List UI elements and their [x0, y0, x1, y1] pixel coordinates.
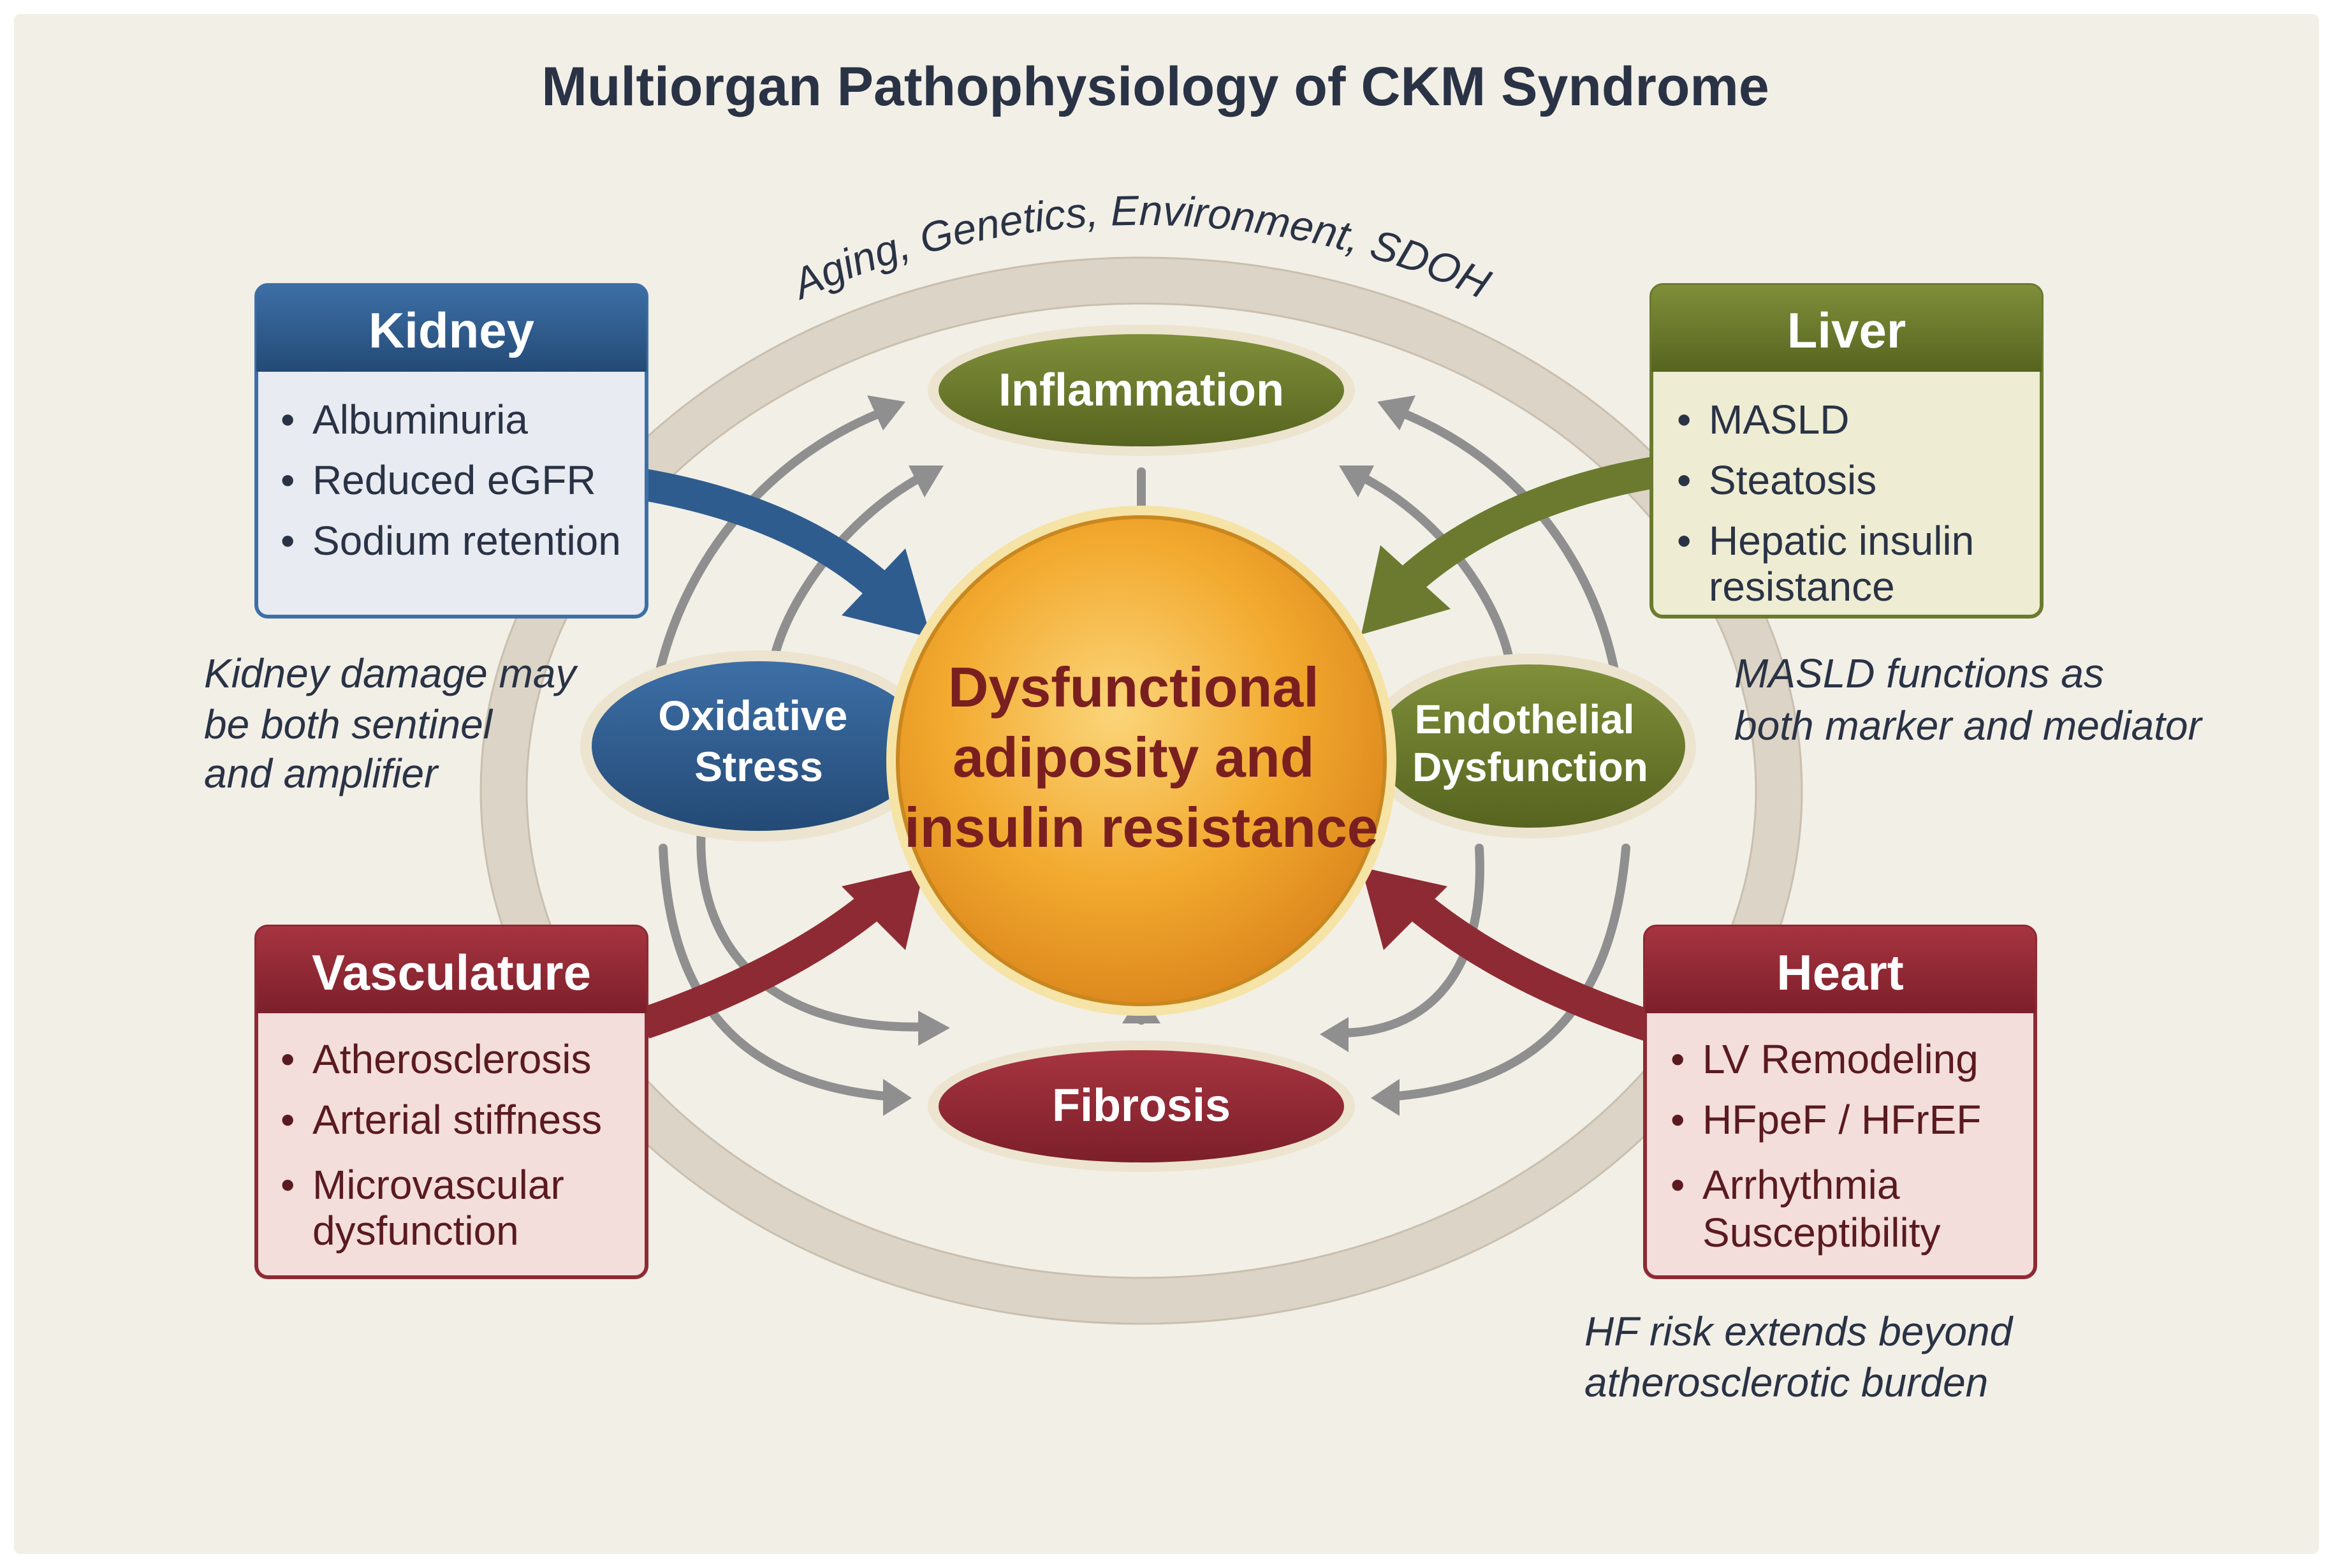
heart-bullets: •LV Remodeling •HFpeF / HFrEF •Arrhythmi…	[1671, 1036, 1993, 1256]
fibrosis-node: Fibrosis	[928, 1041, 1355, 1172]
liver-title: Liver	[1787, 302, 1906, 358]
diagram-title: Multiorgan Pathophysiology of CKM Syndro…	[541, 56, 1769, 117]
liver-arrow	[1361, 456, 1661, 634]
kidney-bullets: •Albuminuria •Reduced eGFR •Sodium reten…	[281, 397, 621, 564]
heart-box: Heart •LV Remodeling •HFpeF / HFrEF •Arr…	[1643, 925, 2037, 1279]
heart-title: Heart	[1776, 944, 1903, 1000]
feedback-arrowheads	[867, 395, 1415, 1116]
heart-arrow	[1361, 867, 1657, 1042]
center-node: Dysfunctional adiposity and insulin resi…	[886, 506, 1396, 1016]
liver-note: MASLD functions as both marker and media…	[1734, 650, 2204, 749]
vasculature-title: Vasculature	[312, 944, 591, 1000]
inflammation-label: Inflammation	[998, 365, 1284, 416]
kidney-box: Kidney •Albuminuria •Reduced eGFR •Sodiu…	[254, 283, 648, 619]
fibrosis-label: Fibrosis	[1052, 1080, 1231, 1131]
oxidative-stress-label: Oxidative Stress	[658, 692, 859, 790]
heart-note: HF risk extends beyond atherosclerotic b…	[1584, 1308, 2024, 1405]
vasculature-bullets: •Atherosclerosis •Arterial stiffness •Mi…	[281, 1036, 613, 1254]
vasculature-arrow	[638, 867, 925, 1039]
liver-bullets: •MASLD •Steatosis •Hepatic insulin resis…	[1677, 397, 1986, 610]
center-label: Dysfunctional adiposity and insulin resi…	[904, 656, 1378, 859]
vasculature-box: Vasculature •Atherosclerosis •Arterial s…	[254, 925, 648, 1279]
outer-ring	[481, 258, 1802, 1324]
kidney-title: Kidney	[369, 302, 534, 358]
oxidative-stress-node: Oxidative Stress	[580, 650, 937, 842]
kidney-arrow	[641, 469, 931, 638]
inflammation-node: Inflammation	[928, 325, 1355, 456]
outer-ring-edge	[479, 256, 1803, 1325]
kidney-note: Kidney damage may be both sentinel and a…	[204, 650, 587, 796]
endothelial-dysfunction-label: Endothelial Dysfunction	[1412, 696, 1648, 790]
outer-ring-inner-edge	[525, 302, 1757, 1279]
endothelial-dysfunction-node: Endothelial Dysfunction	[1364, 654, 1696, 839]
liver-box: Liver •MASLD •Steatosis •Hepatic insulin…	[1649, 283, 2044, 619]
